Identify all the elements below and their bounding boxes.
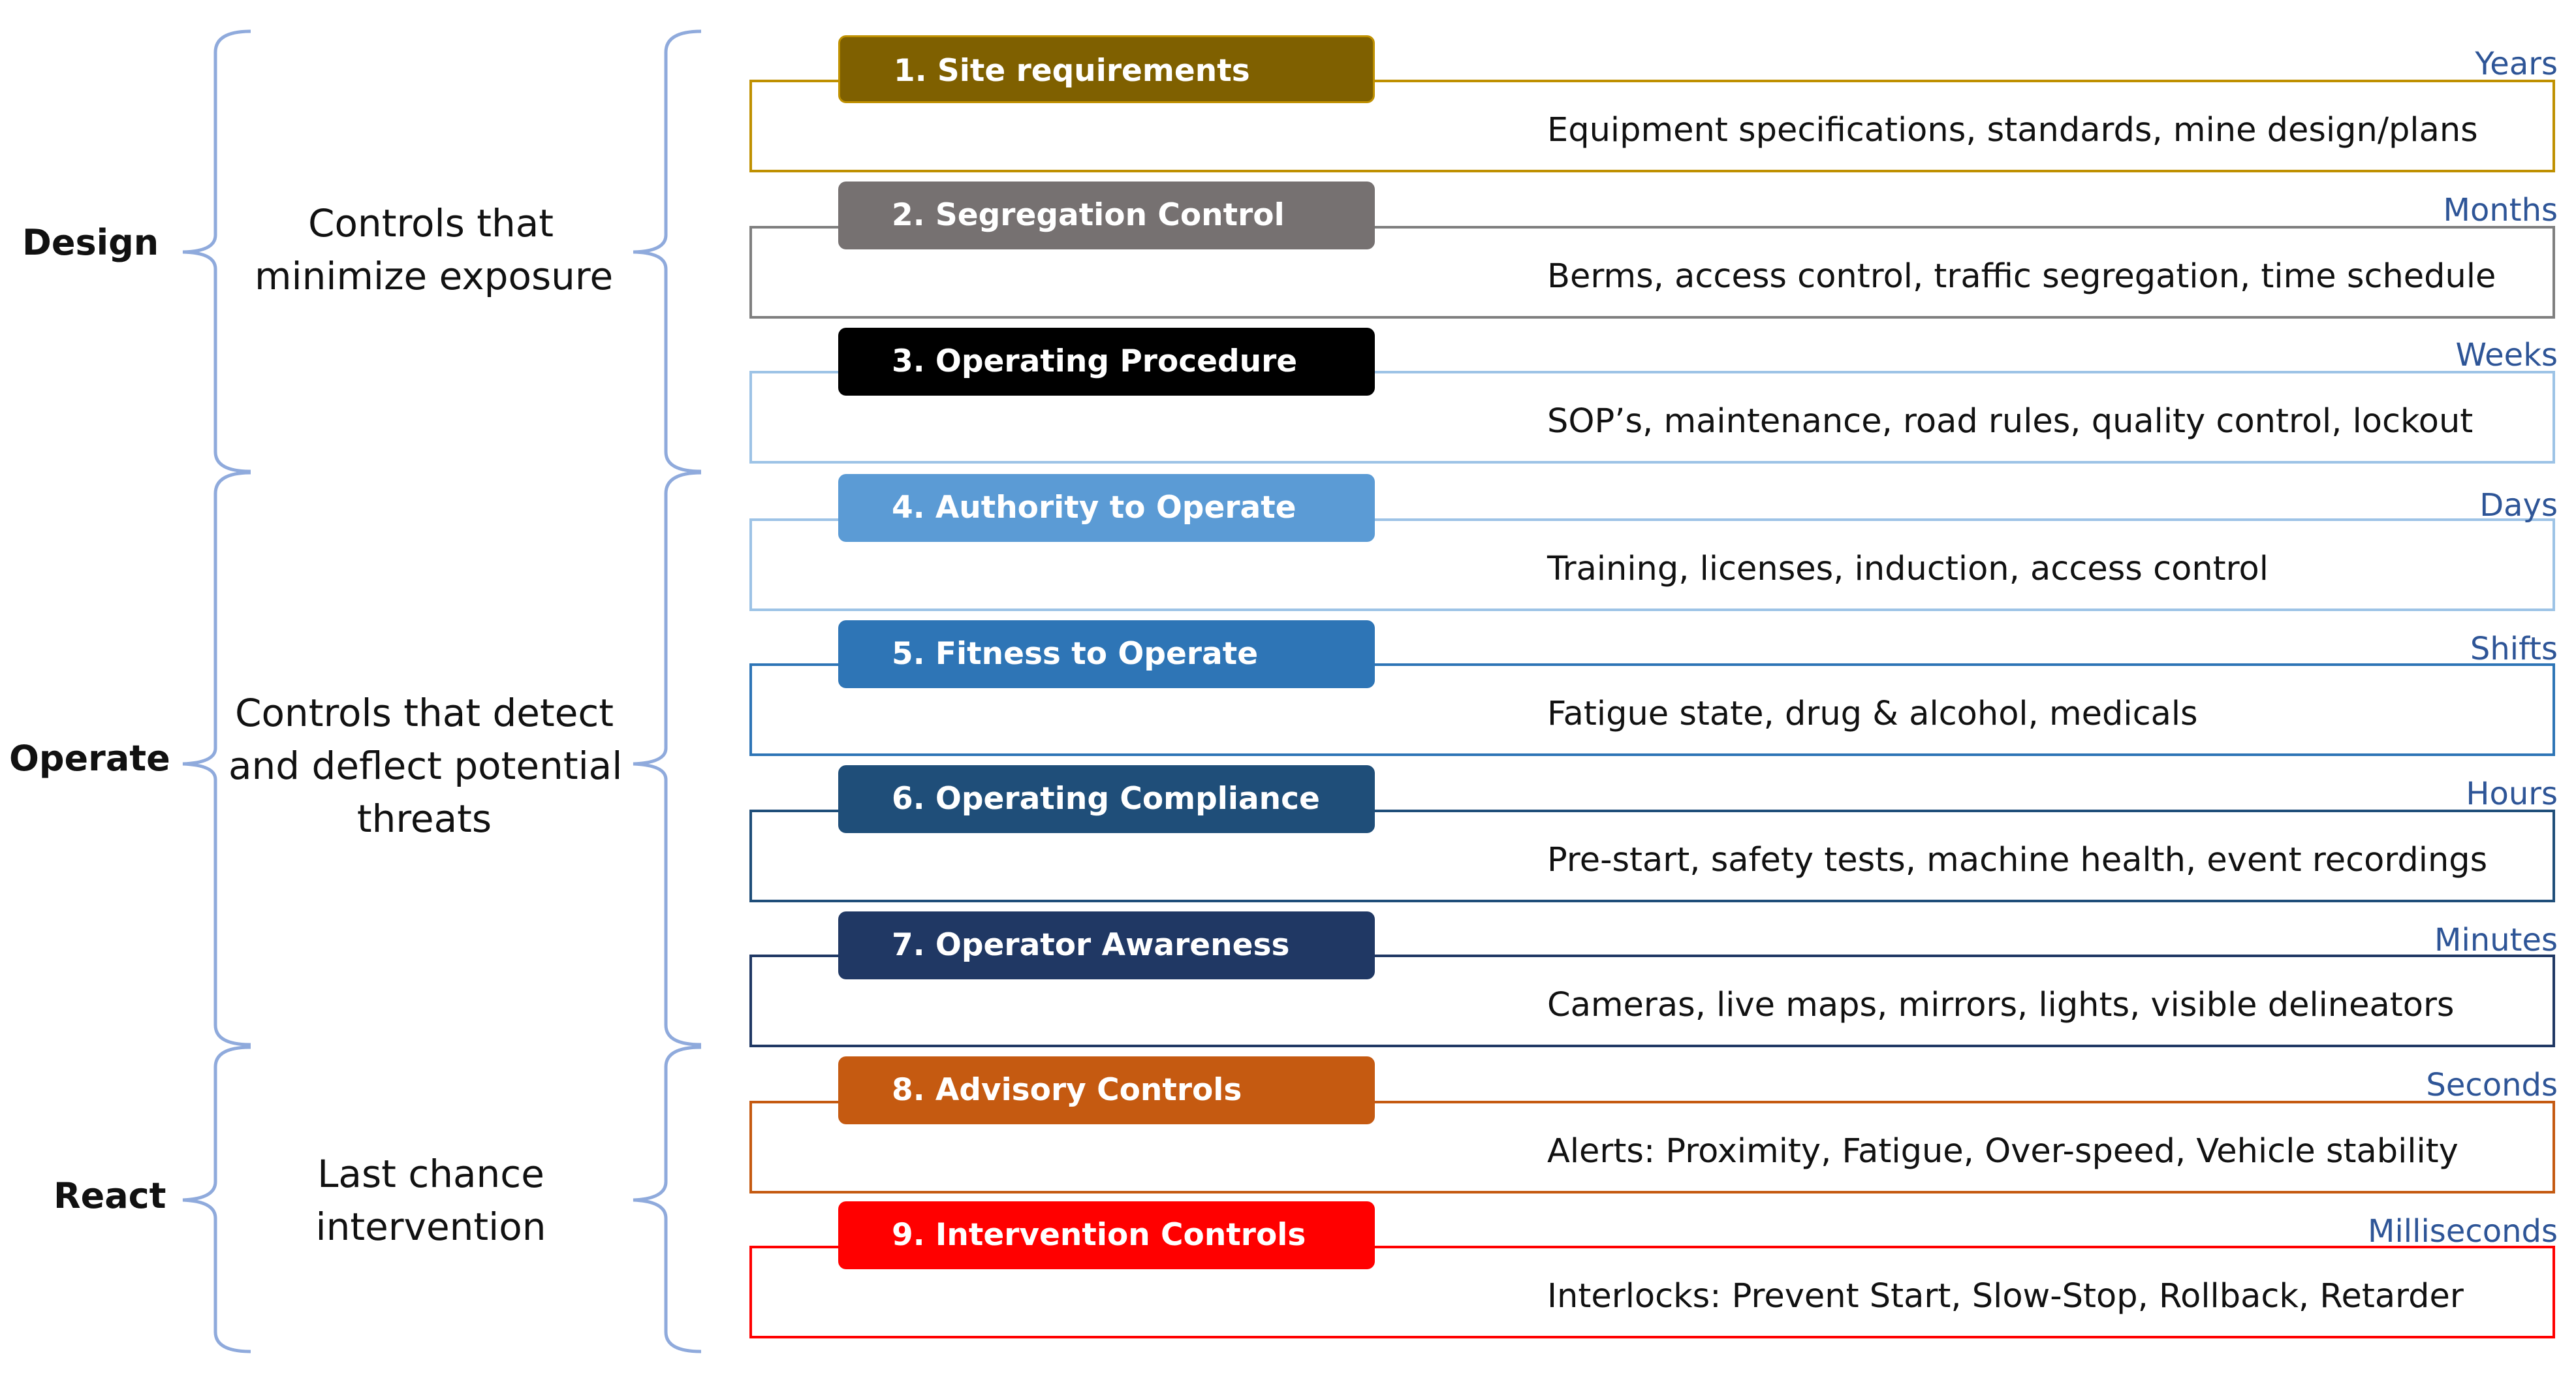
- control-row-1-detail: Equipment specifications, standards, min…: [1547, 111, 2478, 150]
- phase-operate-description: Controls that detect and deflect potenti…: [228, 687, 623, 846]
- phase-design-description: Controls that minimize exposure: [255, 197, 614, 303]
- phase-design-label: Design: [22, 222, 159, 263]
- design-phase-brace: [182, 29, 251, 473]
- operate-phase-brace: [182, 471, 251, 1047]
- control-row-9-detail: Interlocks: Prevent Start, Slow-Stop, Ro…: [1547, 1277, 2464, 1316]
- control-row-7-timeframe: Minutes: [2434, 922, 2558, 958]
- react-controls-brace: [633, 1045, 702, 1353]
- description-line: intervention: [315, 1205, 546, 1249]
- control-row-6-label: 6. Operating Compliance: [838, 765, 1375, 833]
- control-row-6-timeframe: Hours: [2466, 776, 2558, 812]
- control-row-8-timeframe: Seconds: [2426, 1067, 2558, 1103]
- design-controls-brace: [633, 29, 702, 473]
- control-row-2-timeframe: Months: [2443, 192, 2558, 229]
- control-row-5-detail: Fatigue state, drug & alcohol, medicals: [1547, 695, 2198, 733]
- control-row-7-label: 7. Operator Awareness: [838, 911, 1375, 979]
- control-row-9-label: 9. Intervention Controls: [838, 1201, 1375, 1269]
- description-line: threats: [356, 797, 492, 841]
- control-row-3-timeframe: Weeks: [2455, 337, 2558, 373]
- phase-react-label: React: [54, 1175, 166, 1216]
- react-phase-brace: [182, 1045, 251, 1353]
- control-row-3-box: SOP’s, maintenance, road rules, quality …: [749, 371, 2555, 464]
- description-line: Controls that detect: [234, 691, 614, 735]
- control-row-7-box: Cameras, live maps, mirrors, lights, vis…: [749, 955, 2555, 1047]
- control-row-6-detail: Pre-start, safety tests, machine health,…: [1547, 841, 2488, 879]
- operate-controls-brace: [633, 471, 702, 1047]
- control-row-3-detail: SOP’s, maintenance, road rules, quality …: [1547, 402, 2474, 441]
- control-row-9-timeframe: Milliseconds: [2368, 1213, 2558, 1250]
- description-line: Controls that: [307, 201, 554, 245]
- control-row-1-label: 1. Site requirements: [838, 35, 1375, 103]
- control-row-8-detail: Alerts: Proximity, Fatigue, Over-speed, …: [1547, 1132, 2458, 1171]
- phase-react-description: Last chance intervention: [255, 1148, 607, 1254]
- control-row-4-label: 4. Authority to Operate: [838, 474, 1375, 542]
- description-line: and deflect potential: [228, 744, 623, 788]
- control-row-1-timeframe: Years: [2475, 46, 2558, 82]
- control-row-7-detail: Cameras, live maps, mirrors, lights, vis…: [1547, 986, 2455, 1024]
- control-row-2-label: 2. Segregation Control: [838, 182, 1375, 249]
- control-row-2-detail: Berms, access control, traffic segregati…: [1547, 257, 2496, 296]
- phase-operate-label: Operate: [9, 738, 170, 779]
- control-row-4-timeframe: Days: [2479, 487, 2558, 524]
- control-row-4-detail: Training, licenses, induction, access co…: [1547, 550, 2269, 588]
- control-row-5-timeframe: Shifts: [2470, 631, 2558, 667]
- control-row-8-label: 8. Advisory Controls: [838, 1056, 1375, 1124]
- description-line: Last chance: [317, 1152, 544, 1196]
- description-line: minimize exposure: [255, 254, 614, 298]
- control-row-3-label: 3. Operating Procedure: [838, 328, 1375, 396]
- control-row-5-label: 5. Fitness to Operate: [838, 620, 1375, 688]
